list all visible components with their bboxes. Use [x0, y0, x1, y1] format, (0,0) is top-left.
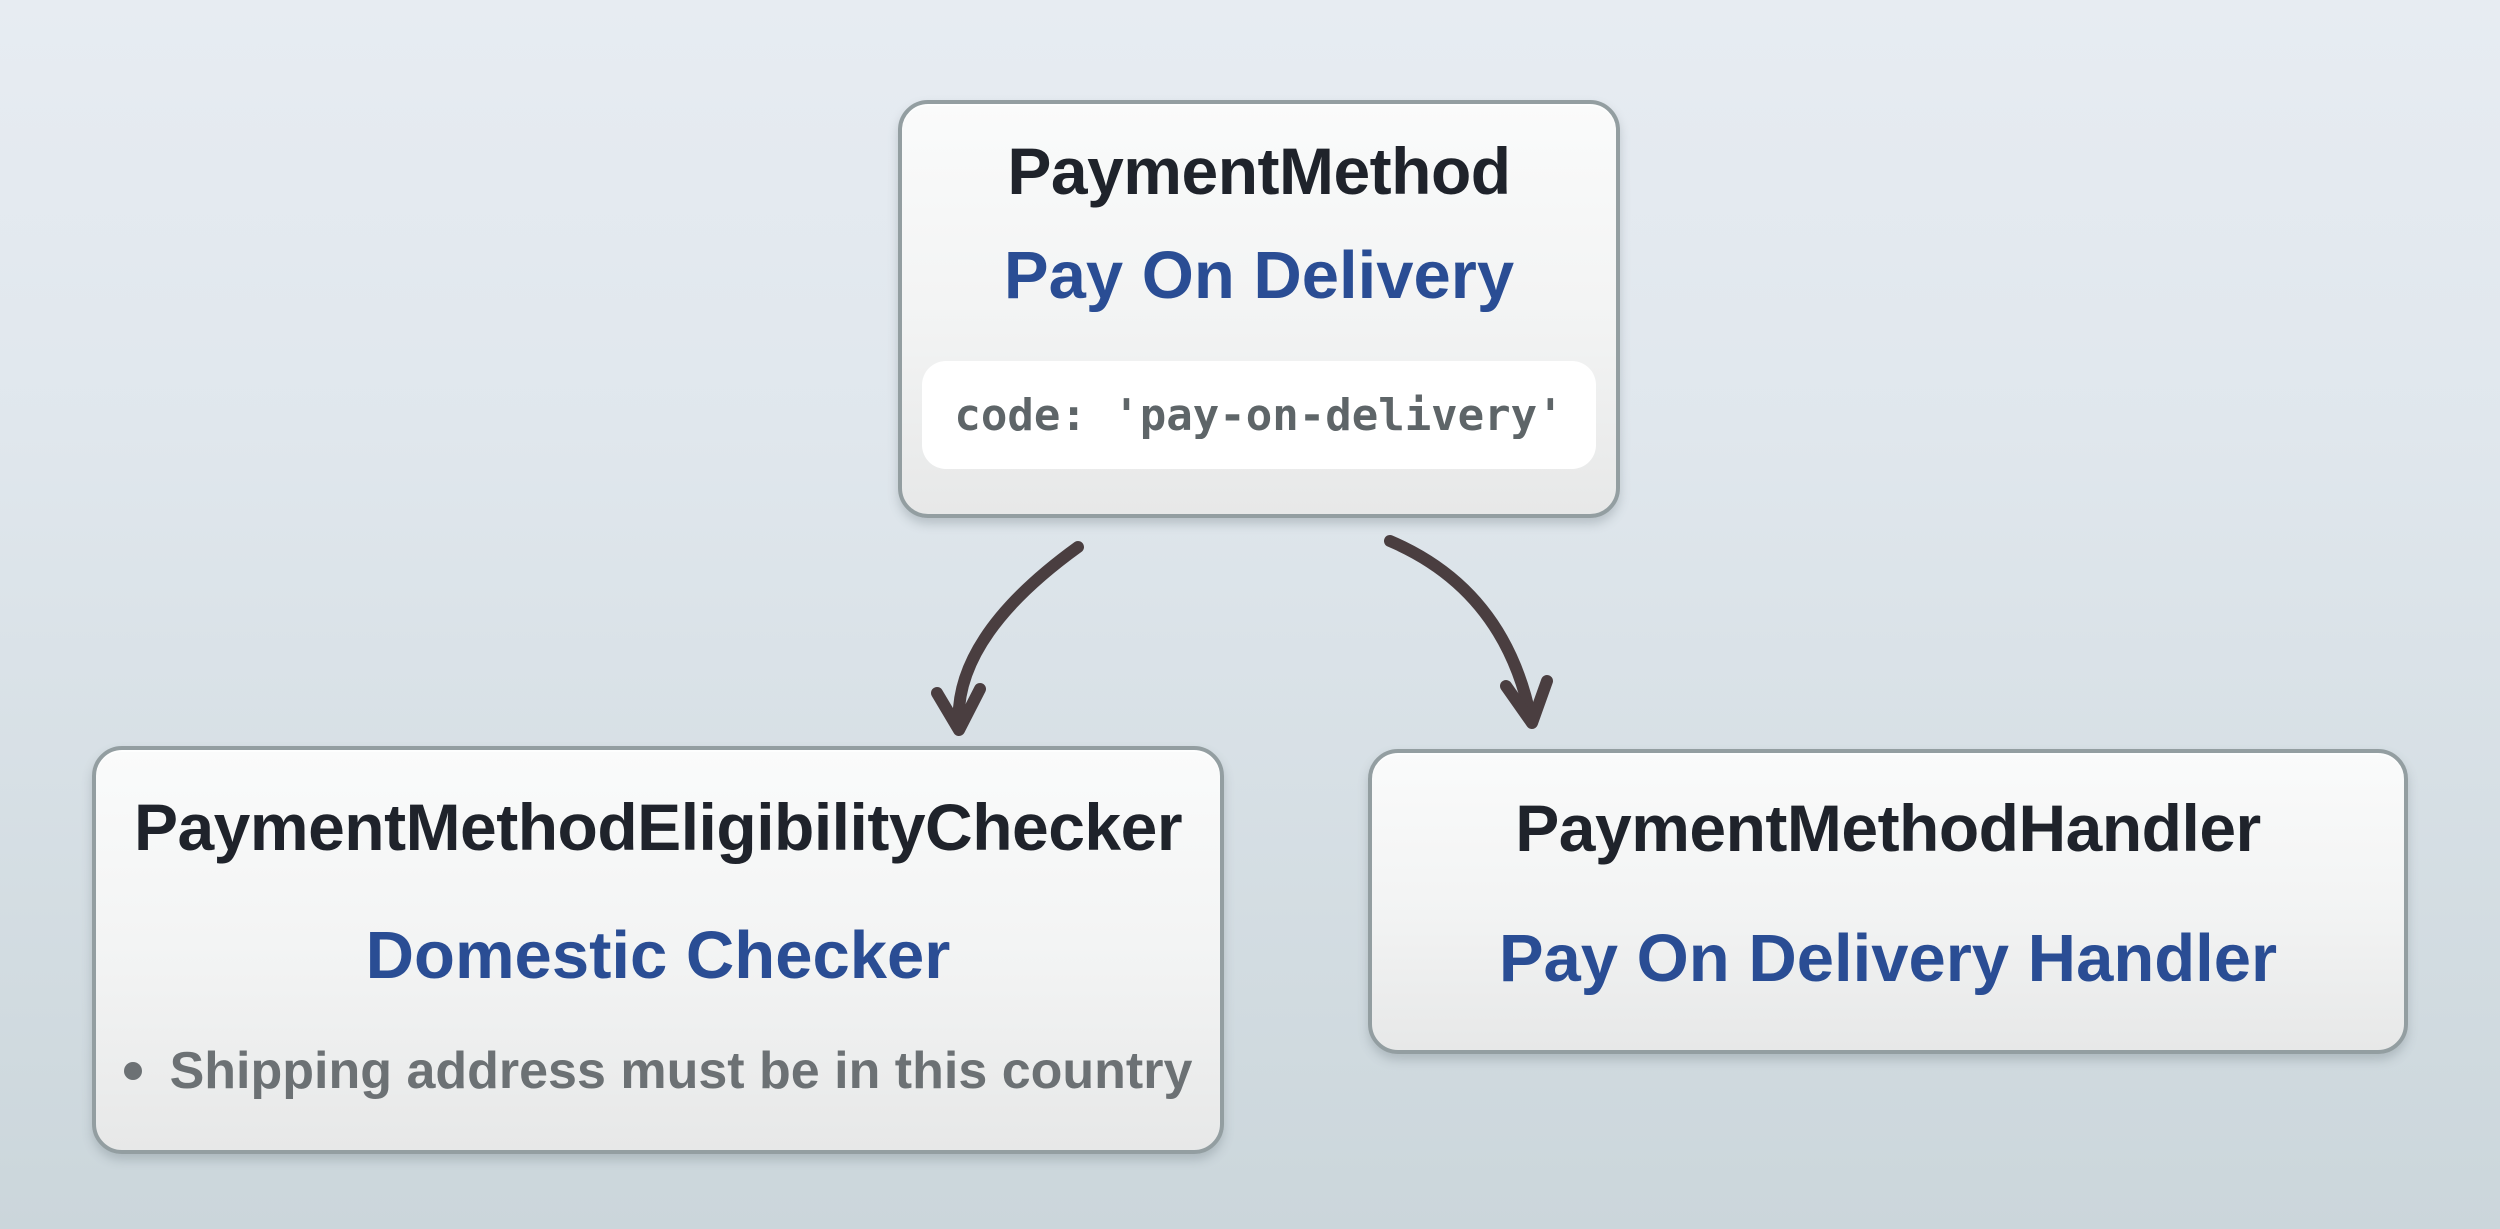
- node-eligibility-checker: PaymentMethodEligibilityChecker Domestic…: [92, 746, 1224, 1154]
- arrow-to-eligibility-checker: [931, 541, 1084, 736]
- node-payment-method: PaymentMethod Pay On Delivery code: 'pay…: [898, 100, 1620, 518]
- eligibility-checker-title: PaymentMethodEligibilityChecker: [133, 790, 1183, 864]
- arrow-curve: [952, 541, 1084, 733]
- eligibility-checker-bullet: Shipping address must be in this country: [123, 1042, 1193, 1100]
- arrow-to-handler: [1384, 535, 1553, 729]
- arrow-head: [1500, 675, 1553, 729]
- arrow-head: [931, 683, 986, 736]
- payment-method-subtitle: Pay On Delivery: [1003, 238, 1515, 313]
- handler-title: PaymentMethodHandler: [1515, 791, 2261, 865]
- eligibility-checker-subtitle: Domestic Checker: [365, 918, 951, 993]
- payment-method-code-pill: code: 'pay-on-delivery': [922, 361, 1596, 469]
- bullet-dot-icon: [123, 1062, 142, 1080]
- node-handler: PaymentMethodHandler Pay On Delivery Han…: [1368, 749, 2408, 1054]
- payment-method-code: code: 'pay-on-delivery': [954, 389, 1564, 441]
- handler-subtitle: Pay On Delivery Handler: [1498, 921, 2278, 996]
- arrow-curve: [1384, 535, 1537, 725]
- eligibility-checker-bullet-text: Shipping address must be in this country: [169, 1042, 1193, 1100]
- payment-method-title: PaymentMethod: [1007, 134, 1511, 208]
